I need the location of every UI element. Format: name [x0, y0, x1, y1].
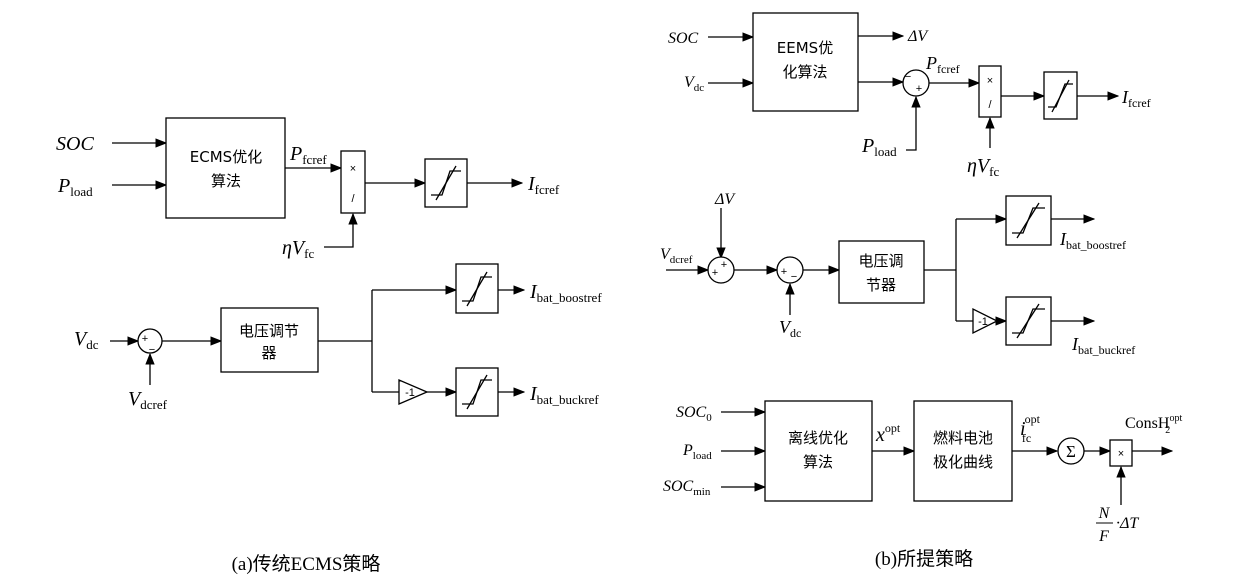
- b-pload-label: Pload: [861, 135, 897, 159]
- a-voltage-block: [220, 307, 319, 373]
- b-sigma-symbol: Σ: [1066, 442, 1076, 461]
- b-fuel-block: [913, 400, 1013, 502]
- b-ifcref-label: Ifcref: [1121, 87, 1151, 110]
- b-voltage-block: [838, 240, 925, 304]
- b-vdc2-label: Vdc: [779, 317, 801, 340]
- b-pload2-label: Pload: [682, 442, 712, 462]
- b-sum1-plus: +: [916, 83, 922, 95]
- b-eems-block: [752, 12, 859, 112]
- a-etavfc-arrow: [324, 212, 358, 248]
- b-buck-label: Ibat_buckref: [1071, 334, 1135, 357]
- b-mult2-symbol: ×: [1118, 448, 1124, 460]
- a-vdc-label: Vdc: [74, 328, 99, 352]
- b-xopt-label: xopt: [875, 421, 901, 446]
- b-saturation-block: [1043, 71, 1078, 120]
- a-gain-block: -1: [398, 379, 429, 405]
- a-boost-label: Ibat_boostref: [529, 281, 602, 305]
- caption-a: (a)传统ECMS策略: [232, 553, 381, 575]
- a-sum-plus: +: [142, 333, 148, 345]
- svg-text:-1: -1: [978, 316, 988, 328]
- a-ecms-line1: ECMS优化: [190, 148, 262, 166]
- b-sum3-minus: −: [791, 271, 797, 283]
- b-sum2-plus-top: +: [721, 259, 727, 271]
- b-offline-line2: 算法: [803, 453, 833, 471]
- b-voltage-line2: 节器: [866, 276, 896, 294]
- b-sum3-plus: +: [781, 266, 787, 278]
- svg-text:-1: -1: [405, 387, 415, 399]
- b-n-label: N: [1098, 505, 1111, 522]
- b-boost-label: Ibat_boostref: [1059, 229, 1126, 252]
- b-pload-arrow: [906, 95, 921, 151]
- a-pfcref-label: Pfcref: [289, 143, 327, 167]
- b-soc0-label: SOC0: [676, 404, 712, 424]
- a-boost-saturation: [455, 263, 499, 314]
- b-pfcref-label: Pfcref: [925, 53, 960, 76]
- a-div-symbol: /: [351, 193, 355, 205]
- panel-a: SOC Pload ECMS优化 算法 Pfcref × / ηVfc Ifcr…: [56, 117, 602, 417]
- b-buck-saturation: [1005, 296, 1052, 346]
- b-socmin-label: SOCmin: [663, 478, 711, 498]
- b-gain-block: -1: [972, 307, 999, 335]
- b-sum2-plus-left: +: [712, 267, 718, 279]
- a-vdcref-label: Vdcref: [128, 388, 168, 412]
- b-voltage-line1: 电压调: [858, 252, 903, 270]
- b-fuel-line1: 燃料电池: [933, 429, 993, 447]
- a-soc-label: SOC: [56, 133, 94, 155]
- b-etavfc-label: ηVfc: [967, 155, 999, 179]
- a-buck-saturation: [455, 367, 499, 417]
- b-div-symbol: /: [988, 99, 992, 111]
- panel-b: SOC Vdc EEMS优 化算法 ΔV − + Pload Pfcref × …: [660, 12, 1182, 545]
- b-deltav-out-label: ΔV: [907, 28, 929, 45]
- a-ifcref-label: Ifcref: [527, 173, 560, 197]
- a-sum-minus: −: [149, 344, 155, 356]
- b-boost-saturation: [1005, 195, 1052, 246]
- a-saturation-block: [424, 158, 468, 208]
- b-fuel-line2: 极化曲线: [933, 453, 993, 471]
- b-soc-label: SOC: [668, 30, 699, 47]
- b-vdcref-label: Vdcref: [660, 246, 693, 266]
- b-sum1-minus: −: [905, 71, 911, 83]
- a-voltage-line1: 电压调节: [239, 322, 299, 340]
- a-pload-label: Pload: [57, 175, 93, 199]
- a-voltage-line2: 器: [261, 344, 276, 362]
- b-mult-symbol: ×: [987, 75, 993, 87]
- b-offline-block: [764, 400, 873, 502]
- a-etavfc-label: ηVfc: [282, 237, 314, 261]
- b-dt-label: ·ΔT: [1116, 515, 1139, 532]
- a-ecms-line2: 算法: [211, 172, 241, 190]
- b-offline-line1: 离线优化: [788, 429, 848, 447]
- a-ecms-block: [165, 117, 286, 219]
- caption-b: (b)所提策略: [875, 548, 973, 570]
- a-buck-label: Ibat_buckref: [529, 383, 599, 407]
- b-f-label: F: [1098, 528, 1109, 545]
- b-vdc-label: Vdc: [684, 74, 704, 94]
- b-deltav-label: ΔV: [714, 191, 736, 208]
- a-muldiv-block: [340, 150, 366, 214]
- a-mult-symbol: ×: [350, 163, 356, 175]
- b-eems-line2: 化算法: [782, 63, 827, 81]
- b-eems-line1: EEMS优: [777, 39, 833, 57]
